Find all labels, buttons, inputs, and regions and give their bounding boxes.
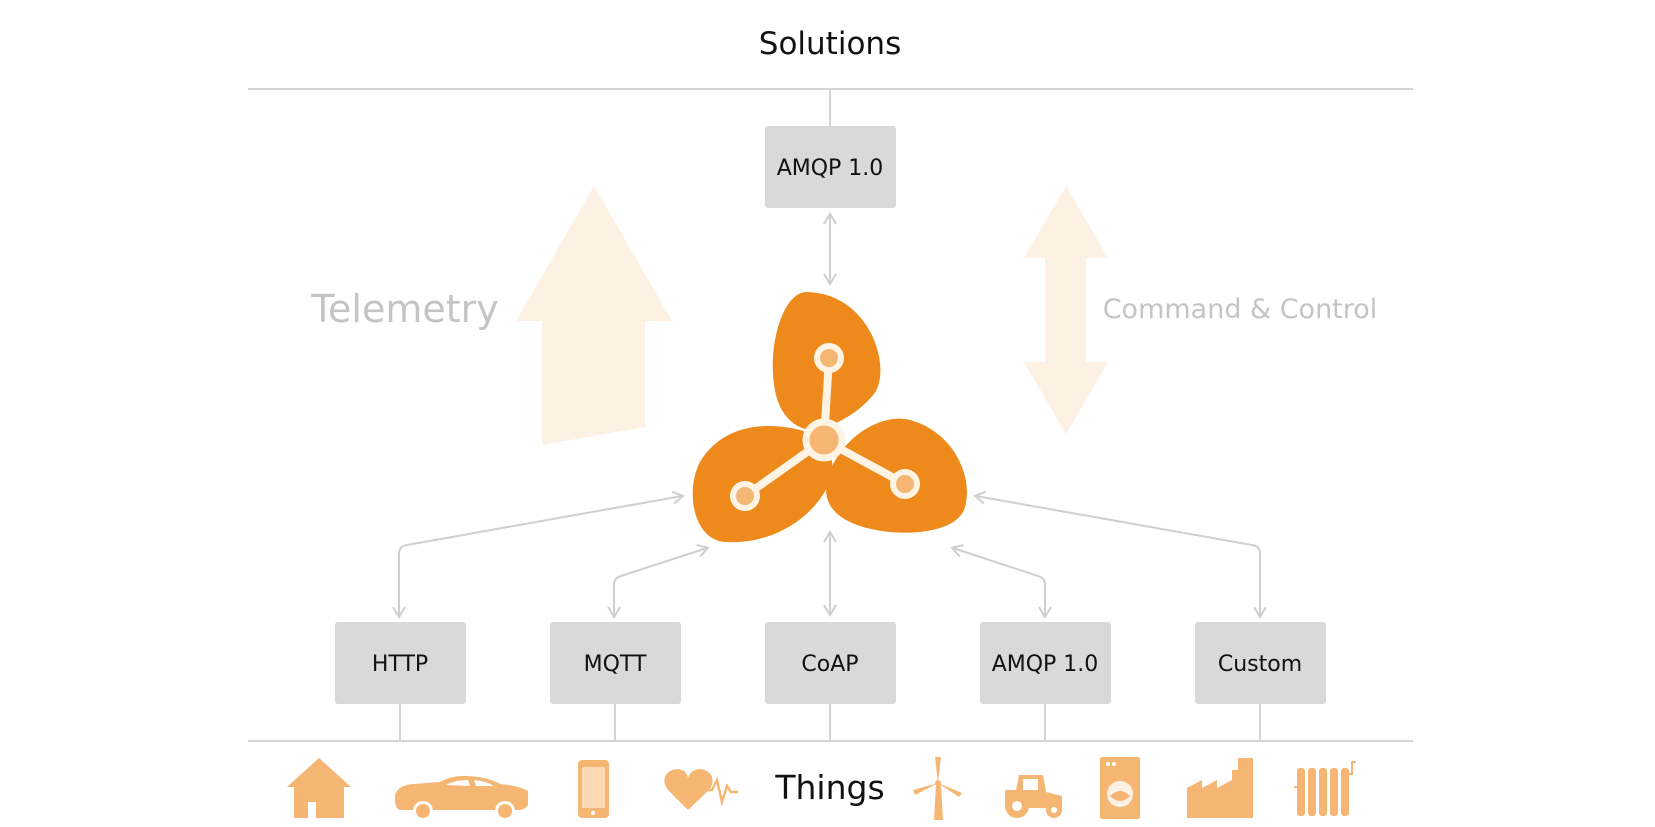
smartphone-icon [578, 760, 609, 818]
http-connector-arrow [392, 490, 685, 619]
washing-machine-icon [1100, 757, 1140, 819]
wind-turbine-icon [913, 757, 962, 820]
hub-logo-icon [692, 292, 967, 543]
adapter-box-mqtt: MQTT [550, 622, 681, 704]
things-title: Things [774, 768, 884, 807]
adapter-label: Custom [1218, 652, 1302, 677]
telemetry-label: Telemetry [310, 287, 498, 331]
adapter-box-amqp: AMQP 1.0 [980, 622, 1111, 704]
adapter-box-coap: CoAP [765, 622, 896, 704]
adapter-label: MQTT [584, 652, 647, 677]
command-control-arrow [1024, 186, 1108, 434]
house-icon [287, 758, 351, 818]
adapter-label: CoAP [801, 652, 858, 677]
factory-icon [1187, 758, 1253, 818]
custom-connector-arrow [973, 490, 1267, 619]
radiator-icon [1294, 761, 1356, 816]
tractor-icon [1005, 775, 1062, 818]
top-adapter-box: AMQP 1.0 [765, 126, 896, 208]
telemetry-arrow [516, 186, 672, 445]
adapter-box-http: HTTP [335, 622, 466, 704]
car-icon [394, 775, 528, 821]
command-control-label: Command & Control [1103, 294, 1378, 325]
mqtt-connector-arrow [607, 544, 710, 619]
adapter-label: HTTP [372, 652, 428, 677]
adapter-stems [399, 704, 1261, 741]
heart-rate-icon [664, 769, 738, 810]
adapter-box-custom: Custom [1195, 622, 1326, 704]
top-adapter-label: AMQP 1.0 [777, 156, 884, 181]
solutions-title: Solutions [759, 26, 901, 62]
amqp-connector-arrow [950, 544, 1052, 619]
adapter-label: AMQP 1.0 [992, 652, 1099, 677]
